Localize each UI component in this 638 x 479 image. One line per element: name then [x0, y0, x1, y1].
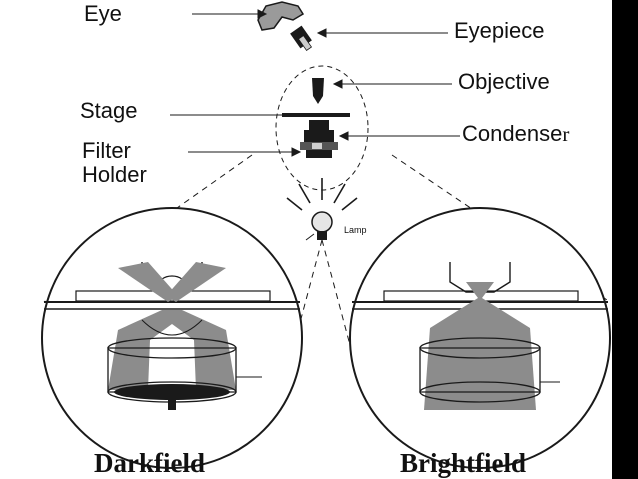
- label-holder: Holder: [82, 162, 147, 187]
- condenser-icon: [300, 120, 338, 158]
- label-condenser-tail: r: [562, 122, 570, 146]
- label-brightfield: Brightfield: [400, 448, 526, 478]
- label-eyepiece: Eyepiece: [454, 18, 545, 43]
- darkfield-detail: [41, 207, 303, 469]
- label-objective: Objective: [458, 69, 550, 94]
- lamp-rays: [286, 178, 358, 211]
- label-condenser: Condenser: [462, 123, 569, 145]
- objective-lens-icon: [312, 78, 324, 104]
- label-condenser-main: Condense: [462, 121, 563, 146]
- right-edge-bar: [612, 0, 638, 479]
- label-lamp: Lamp: [344, 225, 367, 235]
- lamp-icon: [311, 211, 333, 240]
- brightfield-detail: [349, 207, 611, 469]
- label-stage: Stage: [80, 98, 138, 123]
- label-filter: Filter: [82, 138, 131, 163]
- eye-icon: [257, 1, 305, 31]
- label-eye: Eye: [84, 1, 122, 26]
- label-pointers: [170, 9, 460, 241]
- eyepiece-icon: [290, 25, 313, 52]
- label-darkfield: Darkfield: [94, 448, 205, 478]
- stage-plate: [282, 113, 350, 117]
